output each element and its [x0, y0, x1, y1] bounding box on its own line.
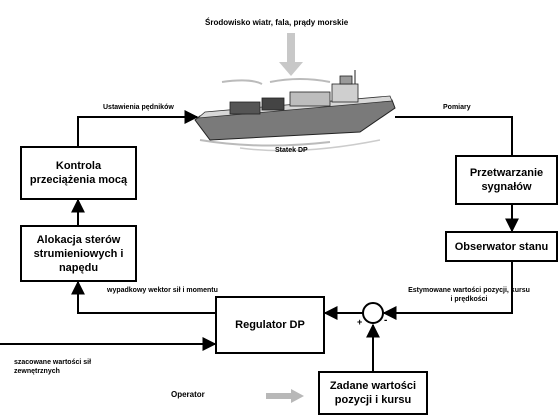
setpoints-block: Zadane wartości pozycji i kursu: [318, 371, 428, 415]
wire-measurements: [395, 116, 513, 155]
allocation-block: Alokacja sterów strumieniowych i napędu: [20, 225, 137, 282]
state-observer-block: Obserwator stanu: [445, 231, 558, 262]
wire-thruster-settings: [77, 110, 199, 148]
ship-label: Statek DP: [275, 147, 308, 154]
external-forces-label: szacowane wartości sił zewnętrznych: [14, 359, 92, 375]
power-control-block: Kontrola przeciążenia mocą: [20, 146, 137, 200]
summing-plus-sign: +: [357, 317, 363, 327]
operator-arrow: [266, 389, 304, 403]
wire-force-vector: [71, 280, 215, 314]
wire-estimates: [382, 262, 513, 320]
operator-label: Operator: [171, 390, 205, 399]
environment-label: Środowisko wiatr, fala, prądy morskie: [205, 18, 349, 27]
summing-junction: [362, 302, 384, 324]
thruster-settings-label: Ustawienia pędników: [103, 104, 174, 111]
environment-arrow: [279, 33, 303, 76]
summing-minus-sign: -: [384, 315, 388, 326]
ship-icon: [194, 70, 396, 152]
estimated-values-label: Estymowane wartości pozycji, kursu i prę…: [408, 287, 530, 303]
force-vector-label: wypadkowy wektor sił i momentu: [107, 287, 218, 294]
dp-regulator-block: Regulator DP: [215, 296, 325, 354]
signal-processing-block: Przetwarzanie sygnałów: [455, 155, 558, 205]
measurements-label: Pomiary: [443, 104, 471, 111]
